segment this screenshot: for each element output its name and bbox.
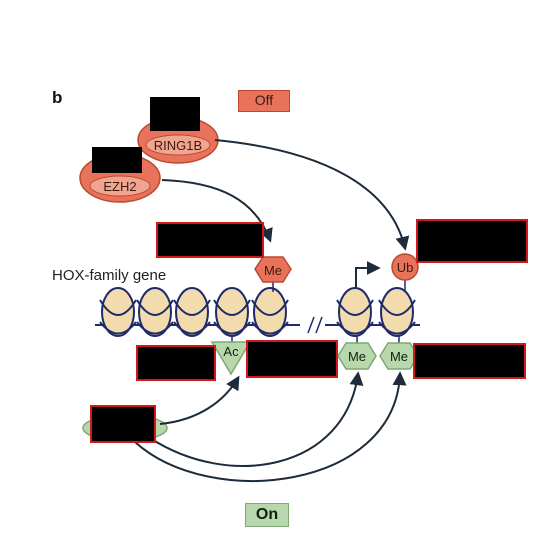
- me-mark-active: Me: [337, 336, 377, 370]
- redaction-box: [136, 345, 216, 381]
- on-state-label: On: [245, 503, 289, 527]
- redaction-box: [413, 343, 526, 379]
- ezh2-label: EZH2: [103, 179, 136, 194]
- nucleosome: [173, 287, 211, 337]
- ac-label: Ac: [223, 344, 239, 359]
- nucleosome: [213, 287, 251, 337]
- redaction-box: [90, 405, 156, 443]
- nucleosome: [378, 287, 416, 337]
- redaction-box: [156, 222, 264, 258]
- redaction-box: [416, 219, 528, 263]
- ub-label: Ub: [397, 260, 414, 275]
- panel-letter: b: [52, 88, 63, 107]
- me-mark-repressive: Me: [254, 256, 292, 292]
- nucleosome: [136, 287, 174, 337]
- tss-arrow: [355, 261, 381, 290]
- me-repressive-label: Me: [264, 263, 282, 278]
- activator-to-me2-arrow: [134, 371, 407, 482]
- ezh2-to-me-arrow: [161, 179, 273, 243]
- ring1b-label: RING1B: [154, 138, 202, 153]
- dna-break: [307, 316, 323, 334]
- me-active-label-2: Me: [390, 349, 408, 364]
- nucleosome: [99, 287, 137, 337]
- me-mark-active: Me: [379, 336, 419, 370]
- off-state-label: Off: [238, 90, 290, 112]
- nucleosome-array: [99, 287, 416, 337]
- redaction-box: [92, 147, 142, 173]
- gene-label: HOX-family gene: [52, 267, 167, 284]
- ring1b-to-ub-arrow: [214, 139, 410, 251]
- nucleosome: [251, 287, 289, 337]
- redaction-box: [150, 97, 200, 131]
- activator-to-me1-arrow: [149, 371, 364, 467]
- nucleosome: [336, 287, 374, 337]
- ub-mark: Ub: [391, 253, 419, 292]
- ac-mark: Ac: [210, 336, 252, 376]
- activator-to-ac-arrow: [159, 375, 240, 425]
- redaction-box: [246, 340, 338, 378]
- me-active-label-1: Me: [348, 349, 366, 364]
